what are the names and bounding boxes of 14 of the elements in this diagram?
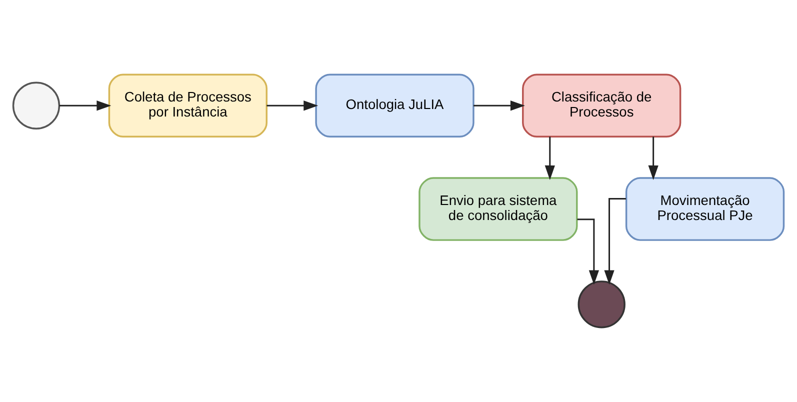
arrow xyxy=(474,100,525,111)
node-circle xyxy=(12,82,60,130)
arrow xyxy=(577,218,600,285)
arrow xyxy=(59,100,112,111)
node-box: Classificação de Processos xyxy=(522,74,682,138)
arrow xyxy=(544,136,555,180)
arrow xyxy=(648,136,658,180)
node-box: Ontologia JuLIA xyxy=(315,74,474,138)
node-box: Movimentação Processual PJe xyxy=(625,177,785,241)
node-box: Envio para sistema de consolidação xyxy=(418,177,578,241)
arrow xyxy=(266,100,318,111)
node-box: Coleta de Processos por Instância xyxy=(108,74,268,138)
node-circle xyxy=(578,280,626,328)
arrow xyxy=(604,198,626,285)
